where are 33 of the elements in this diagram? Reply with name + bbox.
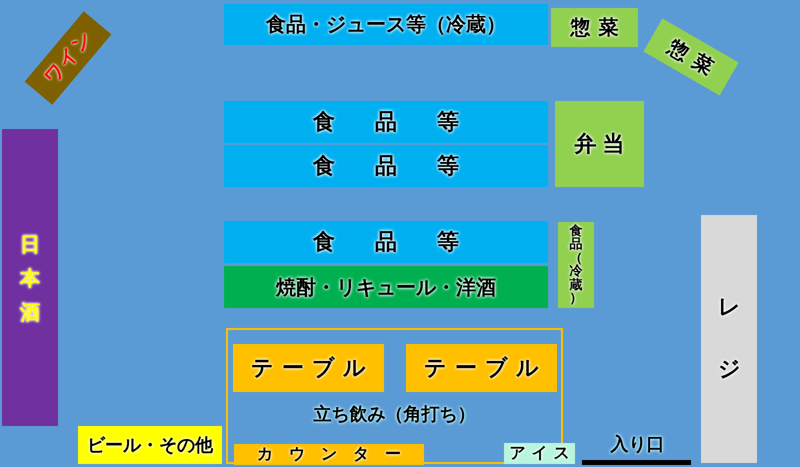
shelf-label: 食品等 [313, 153, 499, 181]
table [406, 344, 557, 392]
shelf-label: カウンター [257, 444, 417, 465]
shelf-label: 日本酒 [20, 230, 40, 326]
shelf-label: 食品・ジュース等（冷蔵） [266, 11, 506, 38]
shelf-label: アイス [510, 443, 576, 464]
shelf [224, 145, 548, 187]
shelf [555, 101, 644, 187]
shelf [2, 129, 58, 426]
entrance-label: 入り口 [609, 433, 666, 456]
shelf [551, 8, 638, 47]
shelf-label: ワイン [38, 25, 98, 90]
shelf-label: 弁当 [574, 131, 630, 159]
table [233, 344, 384, 392]
shelf-label: レジ [718, 294, 740, 384]
shelf-label: 惣菜 [663, 33, 726, 85]
counter [234, 444, 424, 465]
shelf-label: 立ち飲み（角打ち） [312, 403, 476, 426]
shelf [224, 101, 548, 143]
shelf-label: 惣菜 [570, 14, 626, 41]
shelf-label: ビール・その他 [87, 434, 213, 457]
shelf [224, 266, 548, 308]
shelf [224, 4, 548, 45]
shelf-label: 焼酎・リキュール・洋酒 [276, 274, 496, 300]
shelf-label: 食品等 [313, 109, 499, 137]
shelf-label: テーブル [251, 355, 374, 383]
shelf [78, 426, 222, 464]
shelf-label: テーブル [424, 355, 547, 383]
register-counter [701, 215, 757, 463]
shelf-label: 食品等 [313, 229, 499, 257]
shelf-label: 食品（冷蔵） [570, 224, 582, 306]
shelf [224, 221, 548, 263]
shelf [558, 222, 594, 308]
